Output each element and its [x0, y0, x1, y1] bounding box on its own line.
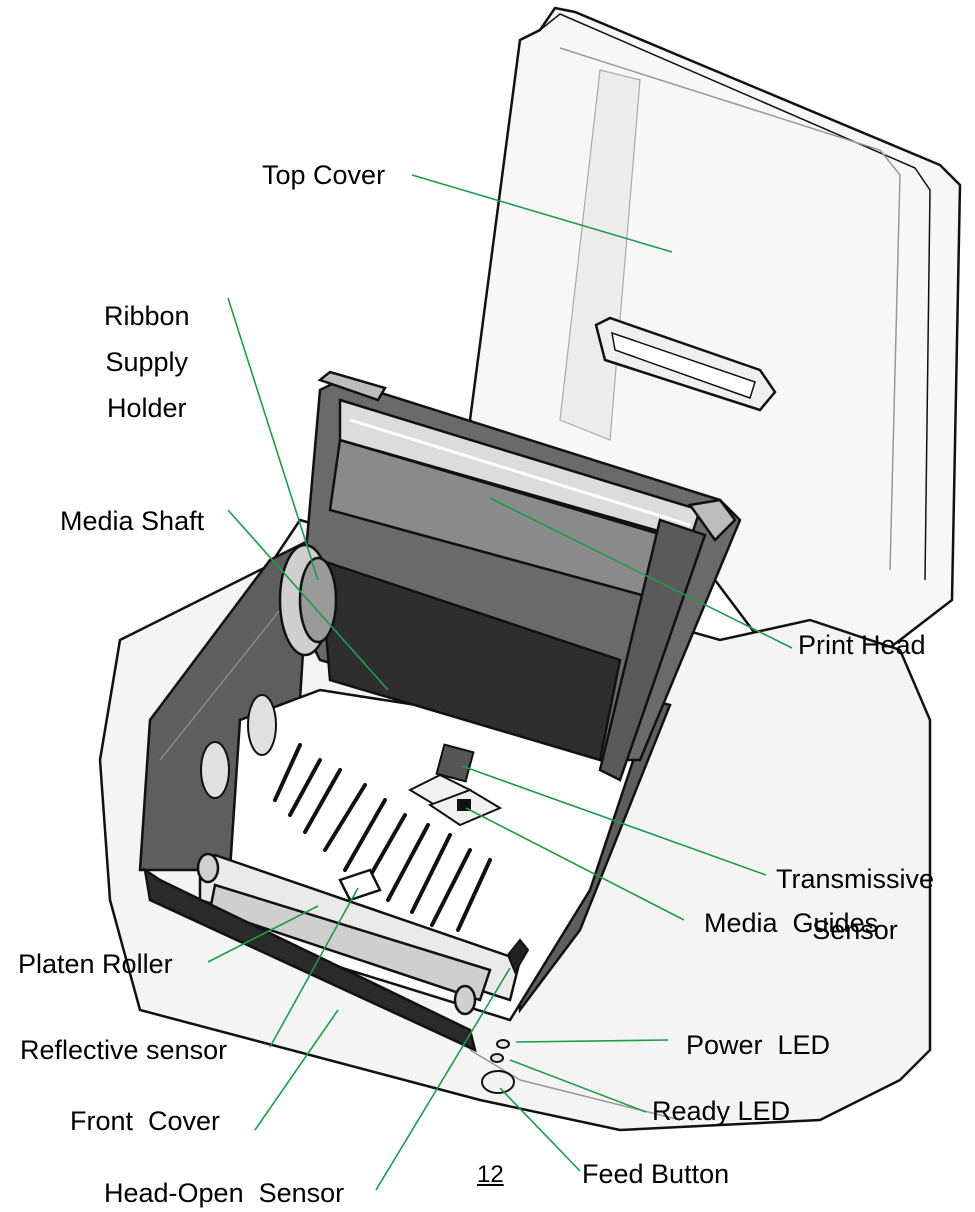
leader-feed-button [499, 1087, 581, 1172]
leader-ribbon-supply-holder [227, 297, 319, 581]
label-media-guides: Media Guides [704, 908, 879, 938]
head-open-sensor-shape [506, 938, 530, 975]
leader-platen-roller [207, 905, 319, 963]
ribbon-mechanism [278, 370, 742, 782]
label-transmissive-sensor: Transmissive Sensor [776, 864, 935, 945]
platen-roller-shape [143, 852, 681, 1121]
page-number: 12 [477, 1161, 504, 1188]
label-reflective-sensor: Reflective sensor [20, 1035, 228, 1065]
top-cover-shape [468, 6, 962, 702]
leader-media-shaft [227, 509, 389, 691]
control-panel-shapes [481, 1039, 515, 1094]
label-media-shaft: Media Shaft [60, 506, 205, 536]
label-ribbon-supply-holder: Ribbon Supply Holder [104, 301, 190, 423]
label-ready-led: Ready LED [652, 1096, 791, 1126]
leader-print-head [489, 497, 793, 649]
leader-reflective-sensor [269, 887, 359, 1048]
leader-transmissive-sensor [461, 765, 767, 876]
leader-power-led [515, 1039, 669, 1043]
label-front-cover: Front Cover [70, 1106, 221, 1136]
leader-head-open-sensor [375, 967, 511, 1191]
leader-front-cover [254, 1009, 339, 1131]
label-top-cover: Top Cover [262, 160, 386, 190]
label-platen-roller: Platen Roller [18, 949, 173, 979]
leader-lines [207, 174, 793, 1191]
leader-ready-led [509, 1059, 647, 1113]
leader-top-cover [411, 174, 673, 253]
label-print-head: Print Head [798, 630, 926, 660]
label-head-open-sensor: Head-Open Sensor [104, 1178, 345, 1208]
printer-body [98, 518, 932, 1132]
media-bed-slots [273, 743, 492, 932]
label-feed-button: Feed Button [582, 1159, 730, 1189]
label-power-led: Power LED [686, 1030, 831, 1060]
media-guides-shape [407, 743, 503, 827]
leader-media-guides [465, 807, 685, 921]
